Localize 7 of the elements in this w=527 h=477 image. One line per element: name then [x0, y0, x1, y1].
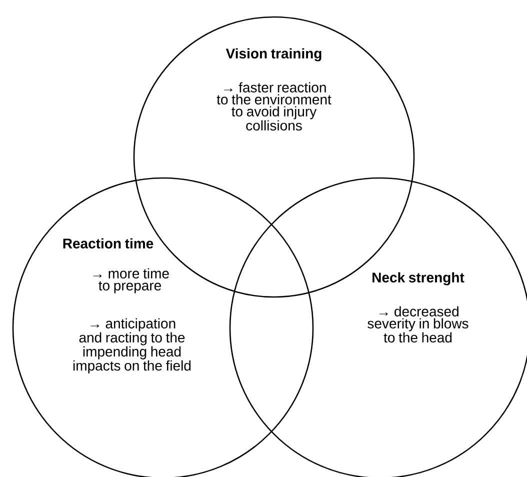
circle-text: → decreased severity in blows to the head — [368, 306, 468, 343]
circle-text: → faster reaction to the environment to avoid injury collisions — [216, 82, 332, 131]
circle-heading: Reaction time — [63, 238, 154, 248]
circle-heading: Vision training — [226, 48, 322, 62]
circle-heading: Neck strenght — [372, 272, 464, 286]
circle-text: → more time to prepare — [93, 268, 169, 294]
circle-text: → anticipation and racting to the impending head impacts on the field — [73, 318, 191, 374]
